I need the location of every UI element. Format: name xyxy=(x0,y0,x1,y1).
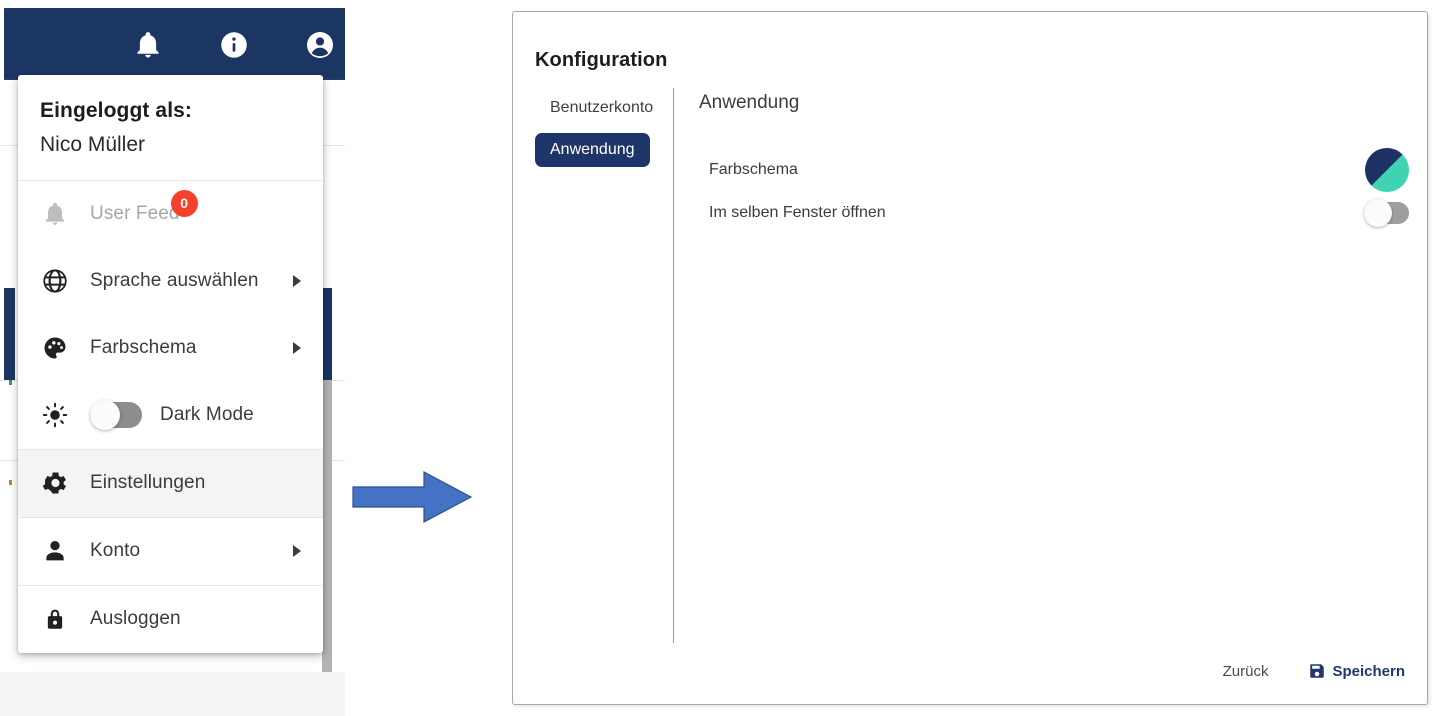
user-menu-header: Eingeloggt als: Nico Müller xyxy=(18,75,323,180)
bg-panel xyxy=(0,672,345,716)
vertical-divider xyxy=(673,88,674,643)
account-circle-icon[interactable] xyxy=(305,30,335,60)
color-scheme-swatch[interactable] xyxy=(1365,148,1409,192)
header-icon-group xyxy=(133,30,335,60)
menu-item-label: User Feed xyxy=(90,203,180,225)
info-icon[interactable] xyxy=(219,30,249,60)
menu-item-dark-mode[interactable]: Dark Mode xyxy=(18,382,323,449)
menu-divider xyxy=(18,516,323,518)
setting-row-im-selben-fenster-oeffnen: Im selben Fenster öffnen xyxy=(709,199,1409,227)
toggle-knob xyxy=(90,400,120,431)
menu-item-ausloggen[interactable]: Ausloggen xyxy=(18,586,323,653)
chevron-right-icon xyxy=(293,342,301,355)
menu-item-label: Einstellungen xyxy=(90,472,206,494)
bg-speck xyxy=(9,480,12,485)
setting-label: Im selben Fenster öffnen xyxy=(709,204,886,221)
dark-mode-toggle[interactable] xyxy=(90,400,142,431)
setting-label: Farbschema xyxy=(709,161,798,178)
settings-tab-list: Benutzerkonto Anwendung xyxy=(535,91,670,167)
dialog-footer: Zurück Speichern xyxy=(1223,662,1405,680)
chevron-right-icon xyxy=(293,275,301,288)
back-button[interactable]: Zurück xyxy=(1222,662,1269,680)
save-button-label: Speichern xyxy=(1332,662,1405,680)
menu-item-konto[interactable]: Konto xyxy=(18,518,323,585)
menu-divider xyxy=(18,179,323,181)
setting-row-farbschema: Farbschema xyxy=(709,148,1409,192)
configuration-dialog: Konfiguration Benutzerkonto Anwendung An… xyxy=(512,11,1428,705)
menu-item-sprache-auswaehlen[interactable]: Sprache auswählen xyxy=(18,248,323,315)
user-dropdown-menu: Eingeloggt als: Nico Müller User Feed 0 xyxy=(18,75,323,653)
save-floppy-icon xyxy=(1310,664,1325,678)
tab-anwendung[interactable]: Anwendung xyxy=(535,133,650,167)
menu-item-farbschema[interactable]: Farbschema xyxy=(18,315,323,382)
gear-icon xyxy=(40,469,70,497)
save-button[interactable]: Speichern xyxy=(1308,662,1405,680)
person-icon xyxy=(40,537,70,565)
chevron-right-icon xyxy=(293,545,301,558)
lock-icon xyxy=(40,606,70,632)
same-window-toggle[interactable] xyxy=(1364,199,1409,227)
bell-icon xyxy=(40,201,70,227)
logged-in-label: Eingeloggt als: xyxy=(40,99,193,122)
app-header-bar xyxy=(4,8,345,80)
menu-item-user-feed: User Feed 0 xyxy=(18,181,323,248)
menu-item-einstellungen[interactable]: Einstellungen xyxy=(18,449,323,517)
status-badge: 0 xyxy=(170,189,198,217)
menu-divider xyxy=(18,448,323,450)
section-title: Anwendung xyxy=(699,92,800,113)
page-title: Konfiguration xyxy=(535,49,668,71)
bg-speck xyxy=(9,380,12,385)
tab-benutzerkonto[interactable]: Benutzerkonto xyxy=(550,99,654,116)
palette-icon xyxy=(40,334,70,362)
menu-item-label: Farbschema xyxy=(90,337,197,359)
toggle-knob xyxy=(1364,199,1392,227)
bg-sidebar-strip xyxy=(4,288,15,380)
menu-item-label: Dark Mode xyxy=(160,404,254,426)
menu-item-label: Sprache auswählen xyxy=(90,270,259,292)
globe-icon xyxy=(40,267,70,295)
right-arrow-icon xyxy=(352,471,472,523)
left-app-screenshot: Eingeloggt als: Nico Müller User Feed 0 xyxy=(0,0,345,716)
sun-icon xyxy=(40,401,70,429)
menu-item-label: Konto xyxy=(90,540,141,562)
page-scrollbar[interactable] xyxy=(322,380,332,716)
bg-sidebar-strip-right xyxy=(320,288,332,380)
menu-divider xyxy=(18,584,323,586)
bell-icon[interactable] xyxy=(133,30,163,60)
menu-item-label: Ausloggen xyxy=(90,608,181,630)
user-name: Nico Müller xyxy=(40,133,146,157)
